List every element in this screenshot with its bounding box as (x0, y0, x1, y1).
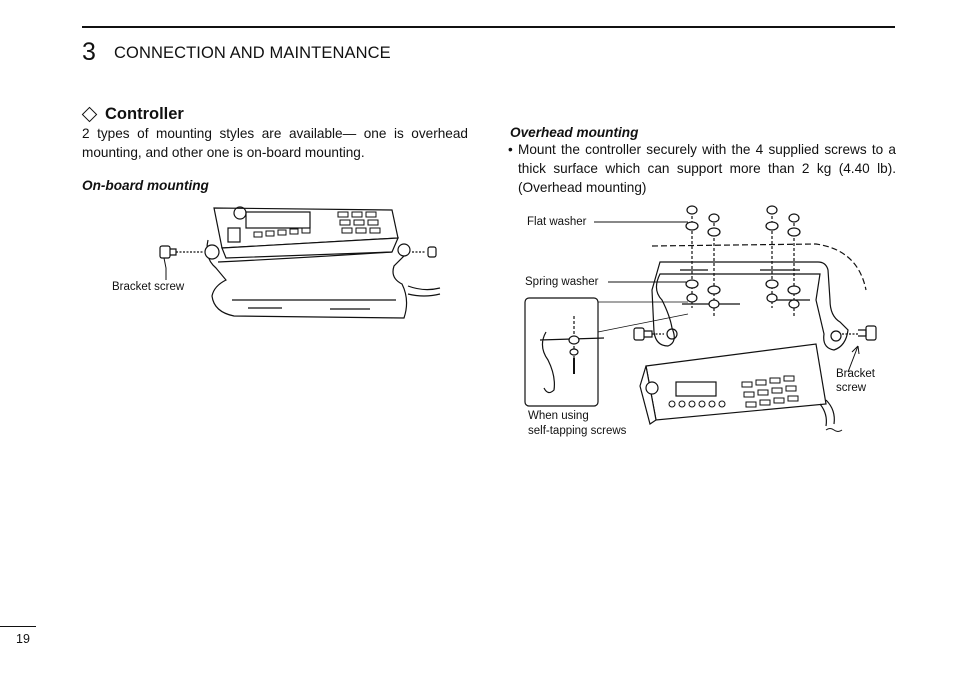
overhead-heading: Overhead mounting (510, 125, 639, 140)
label-bracket-screw-onboard: Bracket screw (112, 281, 185, 293)
onboard-heading: On-board mounting (82, 178, 209, 193)
label-spring-washer: Spring washer (525, 276, 599, 288)
page-number-rule (0, 626, 36, 627)
header-rule (82, 26, 895, 28)
section-title: Controller (81, 104, 184, 124)
diamond-icon (81, 106, 98, 122)
overhead-bullet: • Mount the controller securely with the… (508, 140, 896, 197)
chapter-number: 3 (82, 38, 96, 66)
label-self-tapping-line1: When using (528, 410, 589, 422)
label-self-tapping-line2: self-tapping screws (528, 425, 627, 437)
bullet-text: Mount the controller securely with the 4… (518, 142, 896, 195)
label-bracket-screw-overhead-line1: Bracket (836, 368, 875, 380)
section-intro: 2 types of mounting styles are available… (82, 126, 468, 160)
chapter-title: CONNECTION AND MAINTENANCE (114, 44, 391, 62)
page-number: 19 (16, 632, 30, 646)
bullet-symbol: • (508, 142, 513, 157)
label-flat-washer: Flat washer (527, 216, 587, 228)
label-bracket-screw-overhead-line2: screw (836, 382, 867, 394)
section-title-text: Controller (105, 105, 184, 123)
